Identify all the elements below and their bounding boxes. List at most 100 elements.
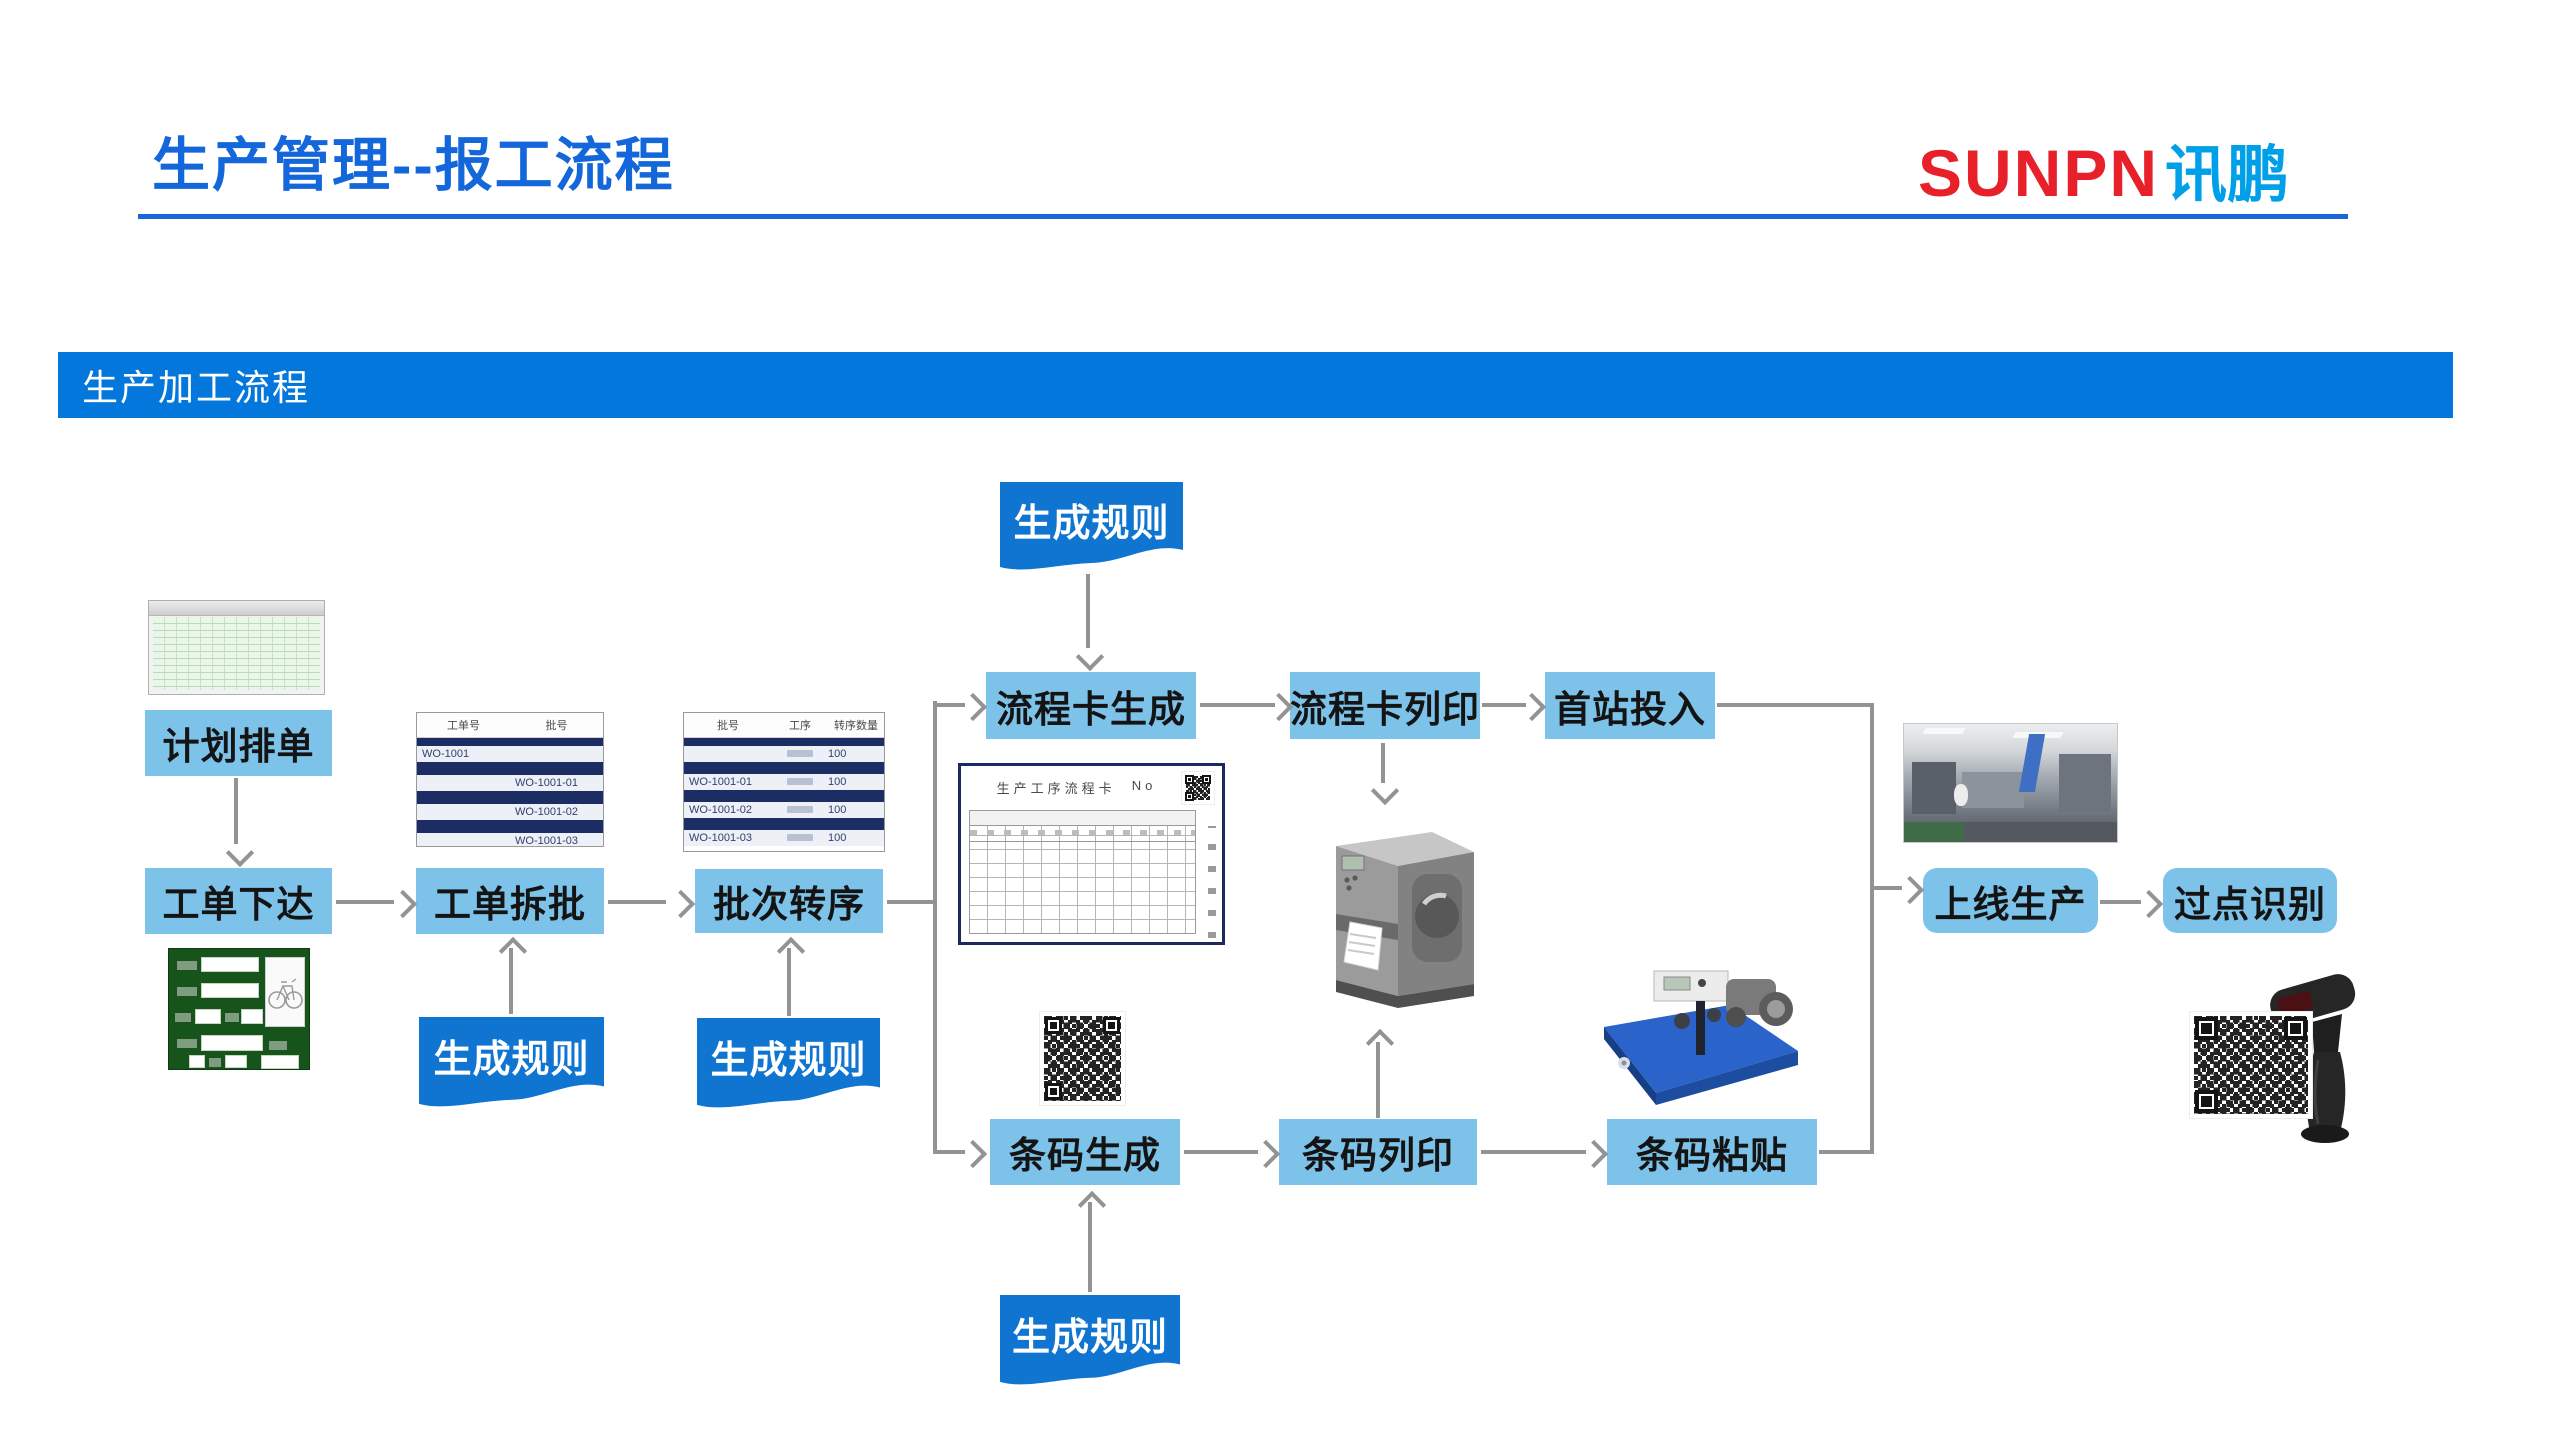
barcode-qr-image	[1040, 1012, 1125, 1105]
node-batch-transfer-label: 批次转序	[713, 884, 865, 925]
flow-card-grid	[969, 810, 1196, 934]
order-no: WO-1001	[422, 748, 470, 760]
qr-finder	[1185, 792, 1194, 801]
flow-card-subheader-band	[970, 825, 1195, 842]
node-flowcard-generate: 流程卡生成	[986, 672, 1196, 739]
table-divider	[684, 790, 884, 802]
logo-xunpeng-text: 讯鹏	[2165, 141, 2290, 210]
arrowhead-down	[225, 838, 255, 868]
node-batch-transfer: 批次转序	[695, 869, 883, 933]
rule-banner-label: 生成规则	[710, 1039, 867, 1082]
connector-line	[1872, 886, 1902, 890]
form-input	[201, 1035, 263, 1051]
flow-card-side-marks	[1208, 826, 1216, 938]
scan-qr-image	[2190, 1012, 2312, 1118]
work-order-form-image	[168, 948, 310, 1070]
form-label	[177, 1039, 197, 1048]
arrowhead-right	[1895, 875, 1925, 905]
header-divider	[138, 214, 2348, 219]
form-sketch-panel	[265, 957, 305, 1027]
factory-floor	[1904, 822, 2117, 842]
node-first-station-input-label: 首站投入	[1554, 688, 1706, 730]
spreadsheet-grid	[153, 617, 320, 690]
qr-finder	[1185, 775, 1194, 784]
arrowhead-right	[1251, 1139, 1281, 1169]
col-order-header: 工单号	[447, 720, 480, 732]
form-input	[241, 1009, 263, 1024]
form-label	[177, 961, 197, 970]
arrowhead-right	[1579, 1139, 1609, 1169]
printer-illustration	[1336, 832, 1474, 1008]
node-flowcard-print-label: 流程卡列印	[1290, 688, 1480, 730]
qty-cell: 100	[828, 776, 847, 788]
arrowhead-right	[388, 889, 418, 919]
table-row: WO-1001-01 100	[684, 774, 884, 790]
connector-line	[935, 703, 965, 707]
label-printer-image	[1320, 818, 1490, 1010]
banner-flag-shape	[697, 1018, 880, 1108]
qr-finder	[1202, 775, 1211, 784]
col-process-header: 工序	[789, 720, 811, 732]
node-barcode-generate: 条码生成	[990, 1119, 1180, 1185]
node-barcode-generate-label: 条码生成	[1009, 1135, 1161, 1176]
node-barcode-print: 条码列印	[1279, 1119, 1477, 1185]
node-first-station-input: 首站投入	[1545, 672, 1715, 739]
batch-no: WO-1001-03	[515, 835, 578, 847]
process-cell	[772, 832, 828, 844]
table-header-row: 批号 工序 转序数量	[684, 713, 884, 738]
rule-banner-flowcard: 生成规则	[1000, 482, 1183, 572]
batch-transfer-table-image: 批号 工序 转序数量 100 WO-1001-01 100 WO-1001-02…	[683, 712, 885, 852]
arrowhead-right	[958, 1139, 988, 1169]
connector-line	[608, 900, 666, 904]
connector-line	[1717, 703, 1874, 707]
qr-finder	[1045, 1083, 1062, 1100]
node-barcode-paste: 条码粘贴	[1607, 1119, 1817, 1185]
production-line-photo	[1903, 723, 2118, 843]
form-input	[201, 983, 259, 998]
batch-no: WO-1001-03	[689, 832, 752, 844]
batch-no: WO-1001-02	[689, 804, 752, 816]
page-title: 生产管理--报工流程	[152, 133, 675, 198]
flow-card-title: 生产工序流程卡 No	[991, 778, 1162, 797]
qty-cell: 100	[828, 748, 847, 760]
table-divider	[417, 738, 603, 746]
node-order-release: 工单下达	[145, 868, 332, 934]
qr-finder	[2195, 1090, 2218, 1113]
process-cell	[772, 748, 828, 760]
connector-line	[1819, 1150, 1872, 1154]
node-order-split-label: 工单拆批	[434, 884, 586, 925]
qty-cell: 100	[828, 804, 847, 816]
table-divider	[417, 791, 603, 804]
connector-line	[234, 778, 238, 844]
section-bar: 生产加工流程	[58, 352, 2453, 418]
connector-line	[336, 900, 394, 904]
col-batch-header: 批号	[717, 720, 739, 732]
table-divider	[684, 738, 884, 746]
labeling-machine-illustration	[1604, 970, 1798, 1105]
col-batch-header: 批号	[545, 720, 568, 732]
batch-no: WO-1001-02	[515, 806, 578, 818]
table-divider	[684, 762, 884, 774]
node-order-split: 工单拆批	[416, 868, 604, 934]
node-order-release-label: 工单下达	[162, 884, 315, 925]
flow-card-qr-code	[1182, 772, 1214, 804]
arrowhead-up	[1365, 1028, 1395, 1058]
rule-banner-batch-transfer: 生成规则	[697, 1018, 880, 1110]
connector-line	[1088, 1202, 1092, 1292]
flow-card-no-label: No	[1131, 778, 1157, 793]
node-flowcard-generate-label: 流程卡生成	[996, 688, 1186, 730]
flow-card-title-text: 生产工序流程卡	[996, 781, 1116, 796]
form-input	[189, 1055, 205, 1068]
ceiling-light	[1922, 728, 1966, 734]
connector-line	[1381, 743, 1385, 783]
node-plan-schedule-label: 计划排单	[162, 726, 315, 767]
batch-no: WO-1001-01	[515, 777, 578, 789]
batch-no: WO-1001-01	[689, 776, 752, 788]
plan-spreadsheet-image	[148, 600, 325, 695]
node-plan-schedule: 计划排单	[145, 710, 332, 776]
arrowhead-down	[1370, 776, 1400, 806]
labeling-machine-image	[1598, 965, 1803, 1105]
rule-banner-order-split: 生成规则	[419, 1017, 604, 1109]
table-row: WO-1001-02	[417, 804, 603, 820]
arrowhead-up	[498, 936, 528, 966]
